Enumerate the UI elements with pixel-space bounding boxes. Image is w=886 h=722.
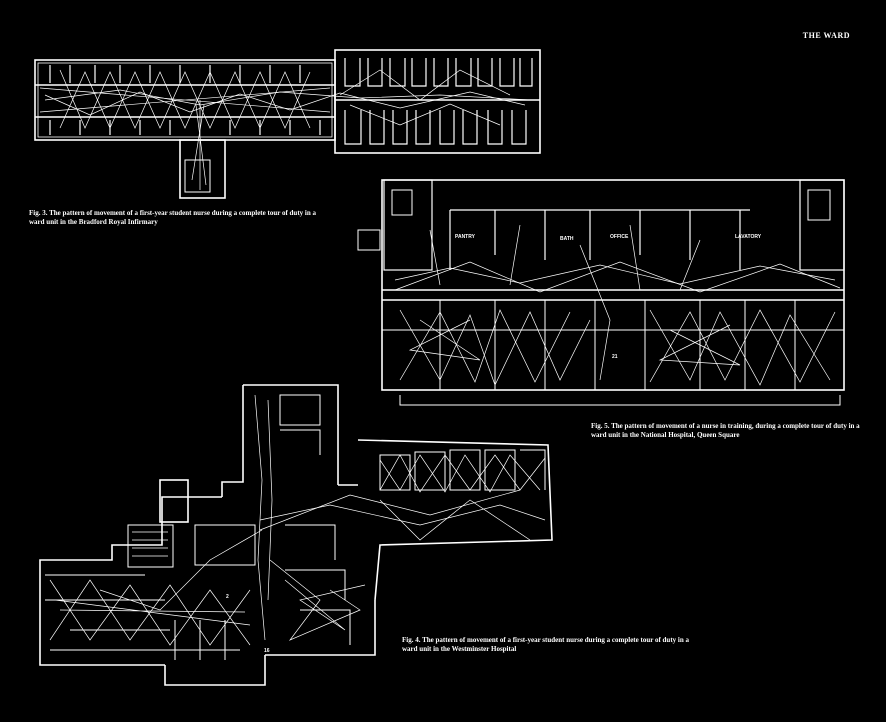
svg-text:21: 21 (612, 354, 618, 360)
plan-bradford (34, 49, 541, 199)
svg-text:2: 2 (226, 594, 229, 600)
plan-westminster: 16 2 (39, 384, 553, 686)
svg-text:LAVATORY: LAVATORY (735, 234, 762, 240)
figure-caption-4: Fig. 4. The pattern of movement of a fir… (402, 636, 689, 653)
svg-text:PANTRY: PANTRY (455, 234, 476, 240)
svg-text:OFFICE: OFFICE (610, 234, 629, 240)
page-header: THE WARD (802, 31, 850, 40)
figure-caption-3: Fig. 3. The pattern of movement of a fir… (29, 209, 316, 226)
svg-text:16: 16 (264, 648, 270, 654)
plan-queen-square: PANTRY BATH OFFICE LAVATORY 21 (357, 179, 845, 406)
figure-caption-5: Fig. 5. The pattern of movement of a nur… (591, 422, 860, 439)
svg-text:BATH: BATH (560, 236, 574, 242)
